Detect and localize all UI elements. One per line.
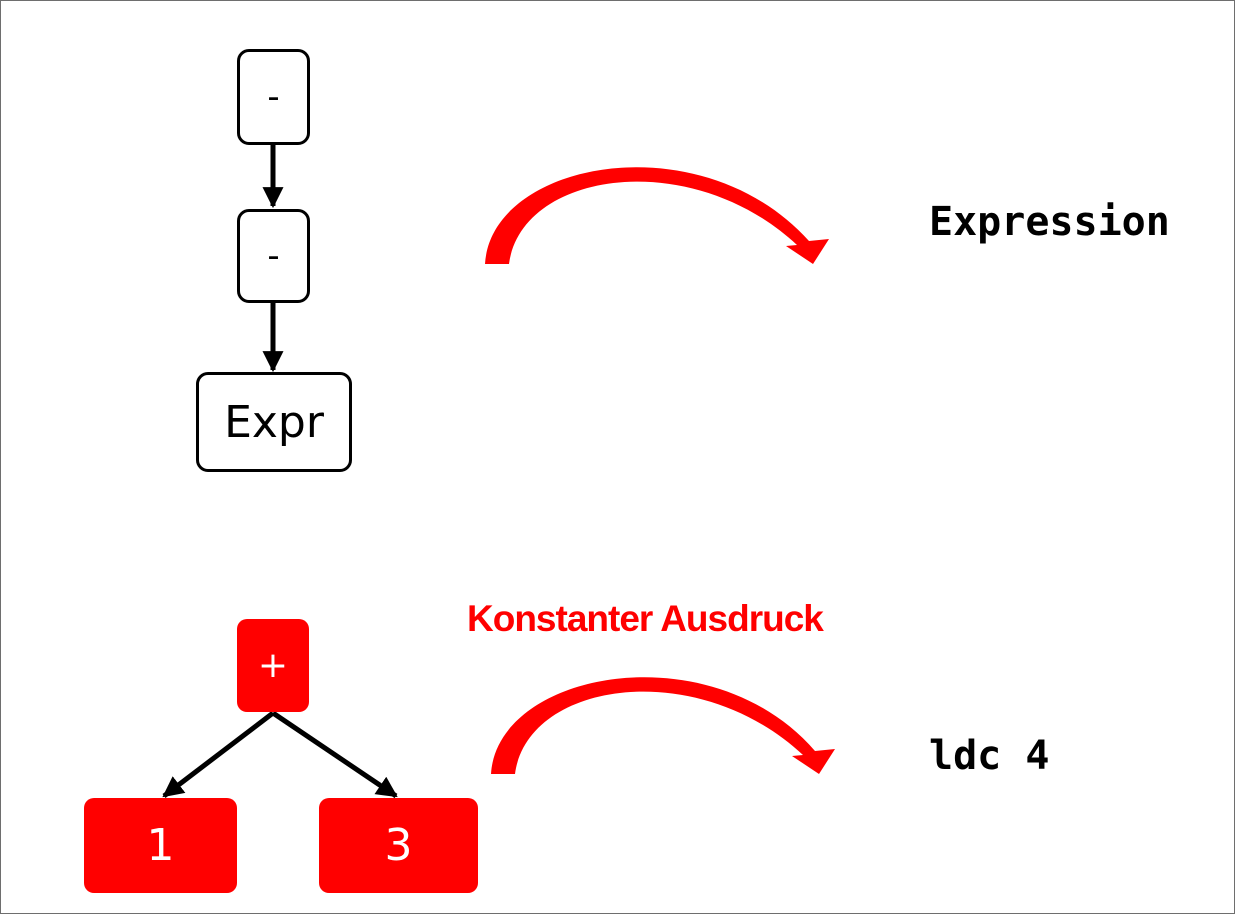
edge-plus-right [271, 710, 398, 799]
caption-konstanter-ausdruck: Konstanter Ausdruck [467, 598, 824, 639]
transform-arrow-bottom [491, 677, 835, 774]
tree-node-minus-2: - [237, 209, 310, 303]
result-expression: Expression [929, 199, 1170, 245]
transform-arrow-top [485, 167, 829, 264]
tree-node-expr: Expr [196, 372, 352, 472]
tree-node-1: 1 [84, 798, 237, 893]
result-ldc: ldc 4 [929, 733, 1050, 779]
tree-node-3: 3 [319, 798, 478, 893]
edge-plus-left [162, 711, 275, 798]
tree-node-minus-1: - [237, 49, 310, 145]
tree-node-plus: + [237, 619, 309, 712]
